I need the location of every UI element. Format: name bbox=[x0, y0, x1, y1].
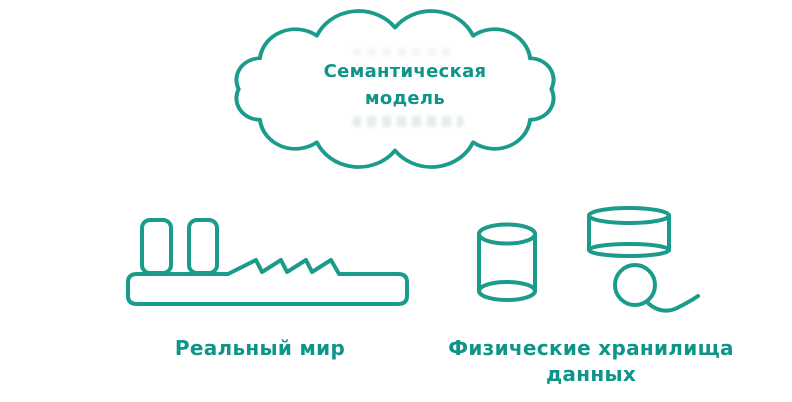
tape-spool bbox=[613, 263, 657, 307]
real-world-label: Реальный мир bbox=[114, 335, 406, 361]
cylinder-top bbox=[477, 222, 537, 246]
factory-base-shape bbox=[126, 258, 409, 306]
disk-body bbox=[587, 213, 671, 252]
database-cylinder-icon bbox=[477, 222, 537, 302]
tape-reel-icon bbox=[613, 263, 700, 313]
factory-building-icon bbox=[126, 218, 409, 306]
cloud-title-line2: модель bbox=[364, 88, 446, 109]
erased-text-artifact-top bbox=[352, 48, 456, 56]
tape-tail bbox=[644, 294, 700, 313]
cylinder-body bbox=[477, 232, 537, 293]
physical-storage-label-line2: данных bbox=[545, 362, 637, 386]
disk-top bbox=[587, 206, 671, 225]
cloud-shape bbox=[234, 9, 556, 169]
disk-bottom bbox=[587, 242, 671, 258]
physical-storage-label-line1: Физические хранилища bbox=[448, 336, 734, 360]
factory-chimney-left bbox=[140, 218, 173, 275]
physical-storage-label: Физические хранилища данных bbox=[445, 335, 737, 387]
cloud-outline-icon bbox=[234, 9, 556, 169]
real-world-label-text: Реальный мир bbox=[174, 336, 346, 360]
erased-text-artifact-bottom bbox=[352, 116, 464, 127]
cloud-title-line1: Семантическая bbox=[323, 61, 487, 82]
disk-cylinder-icon bbox=[587, 206, 671, 258]
cylinder-bottom bbox=[477, 280, 537, 302]
factory-chimney-right bbox=[187, 218, 219, 275]
cloud-title: Семантическая модель bbox=[252, 58, 558, 112]
